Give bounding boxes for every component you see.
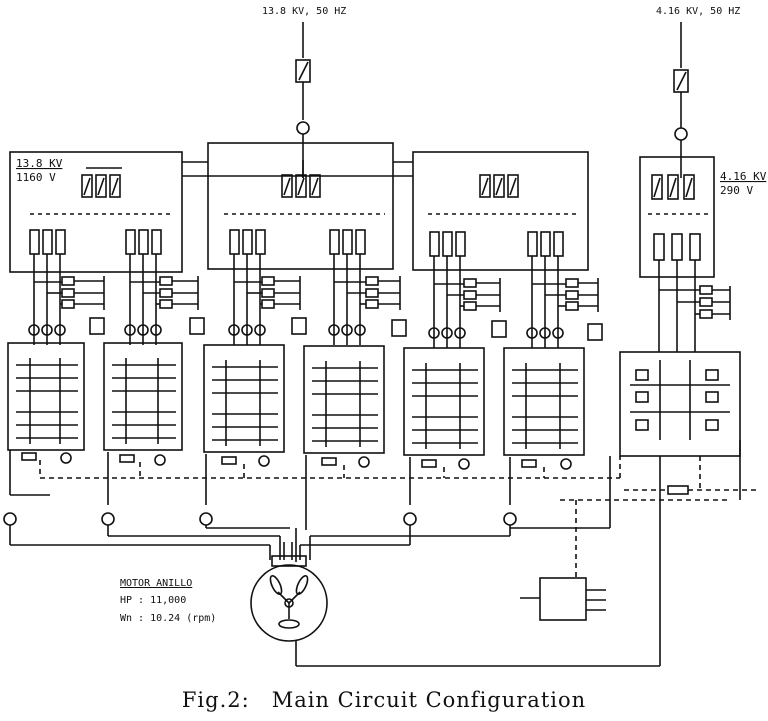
transformer-2-primary-label: 4.16 KV xyxy=(720,170,767,183)
supply-line-13-8kv xyxy=(295,22,311,178)
converter-bridge-3 xyxy=(203,344,285,453)
supply-label-13-8kv: 13.8 KV, 50 HZ xyxy=(262,6,346,17)
secondary-windings xyxy=(29,229,564,257)
figure-number: Fig.2: xyxy=(181,688,250,712)
primary-winding-2 xyxy=(281,174,321,198)
protection-relays xyxy=(89,317,603,341)
transformer-box-3 xyxy=(412,151,589,271)
transformer-2-secondary-label: 290 V xyxy=(720,184,753,197)
thyristor-arrays xyxy=(16,358,730,449)
motor-symbol xyxy=(250,555,328,642)
converter-bridge-5 xyxy=(403,347,485,456)
supply-line-4-16kv xyxy=(673,22,689,178)
converter-feed-conductors xyxy=(33,254,696,352)
converter-bridge-6 xyxy=(503,347,585,456)
converter-bridge-7 xyxy=(619,351,741,457)
transformer-1-primary-label: 13.8 KV xyxy=(16,157,63,170)
secondary-winding-4 xyxy=(653,233,701,261)
transformer-box-2 xyxy=(207,142,394,270)
primary-winding-1 xyxy=(81,167,122,198)
figure-caption: Fig.2: Main Circuit Configuration xyxy=(0,688,768,712)
primary-winding-3 xyxy=(479,174,519,198)
motor-title: MOTOR ANILLO xyxy=(120,578,192,589)
motor-hp: HP : 11,000 xyxy=(120,595,186,606)
figure-title: Main Circuit Configuration xyxy=(271,688,587,712)
output-chokes xyxy=(21,452,689,495)
converter-bridge-1 xyxy=(7,342,85,451)
converter-bridge-2 xyxy=(103,342,183,451)
transformer-1-secondary-label: 1160 V xyxy=(16,171,56,184)
converter-bridge-4 xyxy=(303,345,385,454)
current-transformers xyxy=(28,324,564,339)
transformer-box-1 xyxy=(9,151,183,273)
motor-speed: Wn : 10.24 (rpm) xyxy=(120,613,216,624)
snubber-groups xyxy=(34,276,731,320)
control-unit xyxy=(520,577,606,621)
supply-label-4-16kv: 4.16 KV, 50 HZ xyxy=(656,6,740,17)
motor-feeders xyxy=(3,440,741,667)
primary-winding-4 xyxy=(651,174,695,200)
control-bus xyxy=(39,456,756,578)
